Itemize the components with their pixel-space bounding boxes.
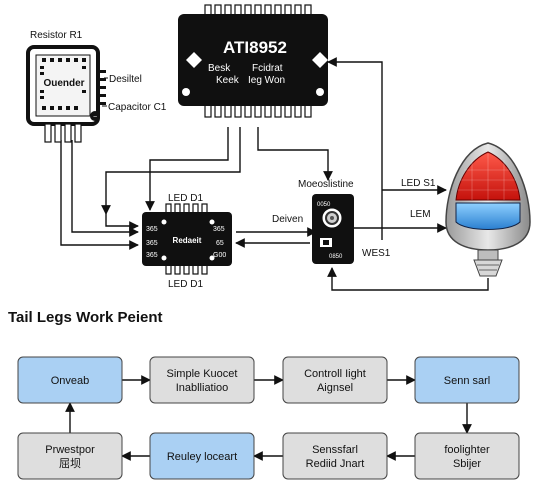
led-chip-text: Redaeit: [173, 236, 202, 245]
flow-node-label: Inablliatioo: [176, 382, 229, 394]
led-pin-r1: 365: [213, 226, 225, 233]
mcu-line2-right: Ieg Won: [248, 75, 285, 86]
led-pin-l1: 365: [146, 226, 158, 233]
flow-node-label: foolighter: [444, 444, 490, 456]
sensor-module: 0050 0850: [312, 194, 354, 264]
mcu-line1-right: Fcidrat: [252, 63, 283, 74]
flow-node-label: Controll Iight: [304, 368, 366, 380]
mcu-name: ATI8952: [223, 38, 287, 57]
flow-edges: [65, 375, 472, 461]
led-top-label: LED D1: [168, 193, 203, 204]
section-title: Tail Legs Work Peient: [8, 309, 163, 326]
flow-node-box: [17, 356, 123, 404]
led-pin-r2: 65: [216, 240, 224, 247]
flow-node-box: [149, 356, 255, 404]
flow-node-label: Simple Kuocet: [167, 368, 238, 380]
flow-node-n6: Reuley loceart: [149, 432, 255, 480]
flow-node-label: Senssfarl: [312, 444, 358, 456]
svg-text:−: −: [93, 114, 97, 121]
flow-node-label: Senn sarl: [444, 375, 490, 387]
led-s1-label: LED S1: [401, 178, 436, 189]
flow-node-box: [414, 356, 520, 404]
sensor-title: Moeoslistine: [298, 179, 354, 190]
led-d1-chip: Redaeit 365 365 365 365 65 G00: [142, 203, 232, 275]
flow-node-box: [282, 356, 388, 404]
resistor-label: Resistor R1: [30, 30, 83, 41]
flow-node-label: Prwestpor: [45, 444, 95, 456]
driver-label: Deiven: [272, 214, 303, 225]
lem-label: LEM: [410, 209, 431, 220]
wires: [60, 57, 489, 291]
resistor-r1-chip: − Ouender: [26, 45, 106, 143]
tail-lamp: [445, 142, 531, 277]
sensor-pin-bottom: 0850: [329, 254, 343, 260]
mcu-line2-left: Keek: [216, 75, 240, 86]
led-pin-l2: 365: [146, 240, 158, 247]
capacitor-label: Capacitor C1: [108, 102, 167, 113]
flow-node-box: [414, 432, 520, 480]
flow-node-n4: Senn sarl: [414, 356, 520, 404]
flow-node-label: Reuley loceart: [167, 451, 237, 463]
led-pin-l3: 365: [146, 252, 158, 259]
flow-node-box: [282, 432, 388, 480]
desiltel-label: Desiltel: [109, 74, 142, 85]
flow-node-label: Aignsel: [317, 382, 353, 394]
led-bottom-label: LED D1: [168, 279, 203, 290]
sensor-pin-top: 0050: [317, 202, 331, 208]
flow-node-box: [149, 432, 255, 480]
mcu-chip: ATI8952 Besk Fcidrat Keek Ieg Won: [178, 4, 328, 118]
flow-node-label: Onveab: [51, 375, 90, 387]
flow-node-label: Sbijer: [453, 458, 481, 470]
flow-node-label: 屈坝: [59, 456, 81, 470]
wes-label: WES1: [362, 248, 391, 259]
flow-node-label: Rediid Jnart: [306, 458, 365, 470]
led-pin-r3: G00: [213, 252, 226, 259]
mcu-line1-left: Besk: [208, 63, 231, 74]
flow-node-n1: Onveab: [17, 356, 123, 404]
resistor-chip-text: Ouender: [43, 78, 84, 89]
flow-node-box: [17, 432, 123, 480]
